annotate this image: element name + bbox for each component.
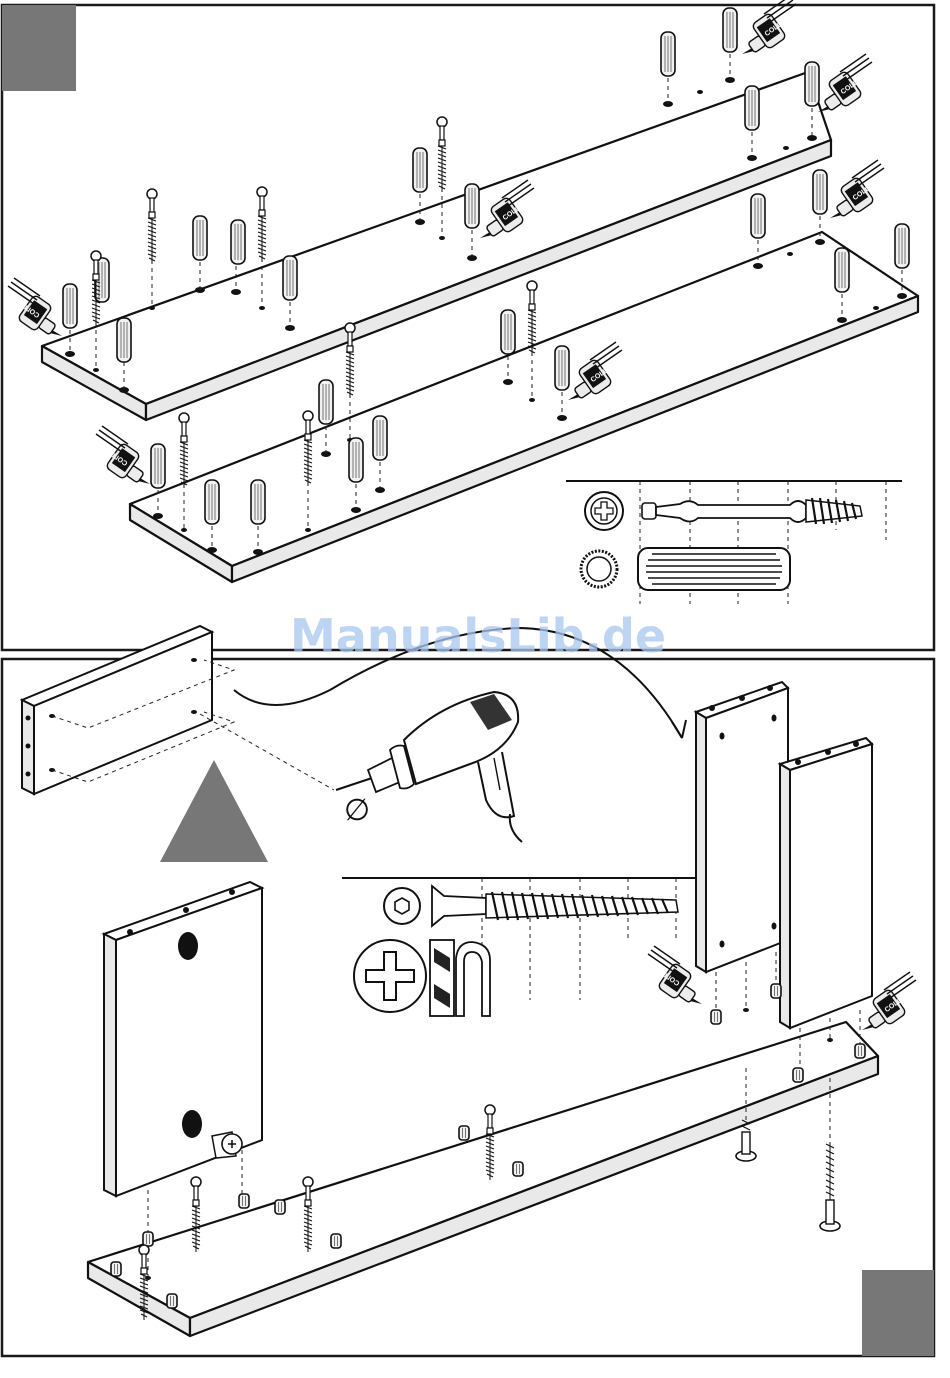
dowel-icon bbox=[513, 1162, 523, 1176]
glue-bottle-icon: COLLA bbox=[648, 946, 702, 1004]
dowel-icon bbox=[459, 1126, 469, 1140]
dowel-icon bbox=[413, 148, 427, 192]
side-panel-right-1 bbox=[696, 682, 788, 972]
dowel-side-icon bbox=[581, 548, 790, 590]
dowel-icon bbox=[555, 346, 569, 390]
cam-screw-icon bbox=[179, 413, 189, 488]
hardware-legend-screw-hex bbox=[342, 878, 696, 1016]
allen-key-icon bbox=[430, 940, 490, 1016]
dowel-icon bbox=[465, 184, 479, 228]
cam-screw-icon bbox=[437, 117, 447, 192]
cam-screw-icon bbox=[147, 189, 157, 264]
confirmat-screw-icon bbox=[820, 1142, 840, 1231]
step-marker-square bbox=[862, 1270, 934, 1356]
dowel-icon bbox=[349, 438, 363, 482]
hardware-legend-dowel-cam bbox=[566, 481, 902, 604]
step-marker-square bbox=[2, 5, 76, 91]
dowel-icon bbox=[711, 1010, 721, 1024]
phillips-head-icon bbox=[585, 492, 623, 530]
step-marker-triangle bbox=[160, 760, 268, 862]
dowel-icon bbox=[231, 220, 245, 264]
step-panel-top: COLLA COLLA COLLA COLLA COLLA COLLA COLL… bbox=[2, 0, 934, 650]
phillips-head-icon bbox=[354, 940, 426, 1012]
dowel-icon bbox=[205, 480, 219, 524]
dowel-icon bbox=[275, 1200, 285, 1214]
electric-drill-icon: ∅ bbox=[336, 692, 522, 842]
dowel-icon bbox=[813, 170, 827, 214]
dowel-icon bbox=[251, 480, 265, 524]
dowel-icon bbox=[793, 1068, 803, 1082]
dowel-icon bbox=[151, 444, 165, 488]
dowel-icon bbox=[855, 1044, 865, 1058]
dowel-icon bbox=[193, 216, 207, 260]
glue-bottle-icon: COLLA bbox=[742, 0, 796, 54]
cam-screw-icon bbox=[257, 187, 267, 262]
step-panel-bottom: ∅ bbox=[2, 626, 934, 1356]
dowel-icon bbox=[501, 310, 515, 354]
watermark-text: ManualsLib.de bbox=[290, 609, 666, 663]
dowel-icon bbox=[111, 1262, 121, 1276]
dowel-icon bbox=[319, 380, 333, 424]
dowel-icon bbox=[751, 194, 765, 238]
dowel-icon bbox=[239, 1194, 249, 1208]
hex-head-icon bbox=[384, 888, 420, 924]
confirmat-screw-side-icon bbox=[432, 886, 678, 926]
dowel-icon bbox=[331, 1234, 341, 1248]
dowel-icon bbox=[661, 32, 675, 76]
dowel-icon bbox=[895, 224, 909, 268]
glue-bottle-icon: COLLA bbox=[96, 426, 150, 484]
side-panel-right-2 bbox=[780, 738, 872, 1028]
cam-screw-icon bbox=[527, 281, 537, 356]
glue-bottle-icon: COLLA bbox=[818, 54, 872, 112]
confirmat-screws-bottom bbox=[736, 1120, 840, 1231]
dowel-icon bbox=[723, 8, 737, 52]
cam-lock-icon bbox=[212, 1132, 242, 1158]
dowel-icon bbox=[283, 256, 297, 300]
dowel-icon bbox=[167, 1294, 177, 1308]
dowel-icon bbox=[805, 62, 819, 106]
drill-diameter-symbol: ∅ bbox=[344, 793, 370, 828]
glue-bottle-icon: COLLA bbox=[830, 160, 884, 218]
glue-bottle-icon: COLLA bbox=[8, 278, 62, 336]
side-panel-left bbox=[104, 882, 262, 1234]
dowel-icon bbox=[771, 984, 781, 998]
dowel-icon bbox=[143, 1232, 153, 1246]
cam-screw-side-icon bbox=[642, 498, 862, 524]
dowel-icon bbox=[373, 416, 387, 460]
dowel-icon bbox=[835, 248, 849, 292]
dowel-icon bbox=[117, 318, 131, 362]
dowel-icon bbox=[63, 284, 77, 328]
dowel-icon bbox=[745, 86, 759, 130]
